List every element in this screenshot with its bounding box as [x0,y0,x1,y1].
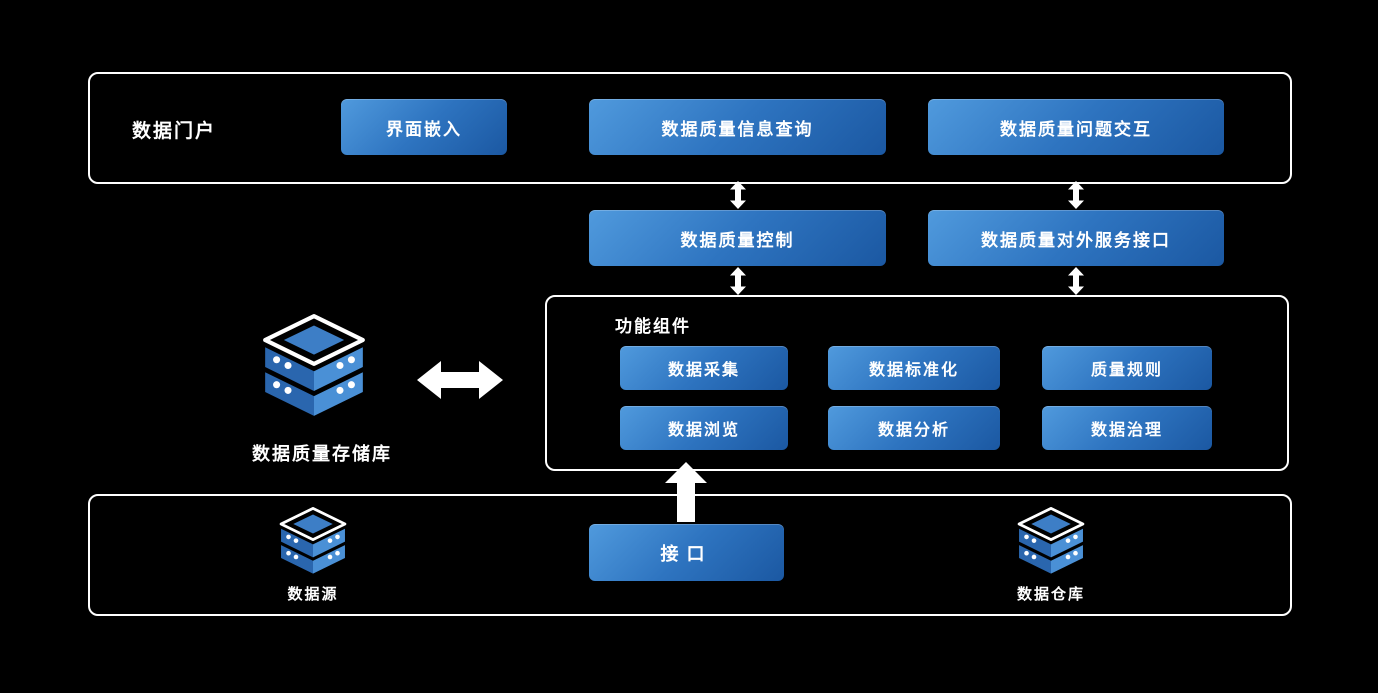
node-data-analysis: 数据分析 [828,406,1000,450]
repository-label: 数据质量存储库 [252,444,392,464]
components-label: 功能组件 [615,317,691,336]
database-3d-icon [279,506,347,576]
data-layer-frame [88,494,1292,616]
node-data-standardization: 数据标准化 [828,346,1000,390]
double-arrow-horizontal-icon [417,361,503,399]
data-warehouse-label: 数据仓库 [1016,586,1085,603]
components-frame [545,295,1289,471]
portal-frame [88,72,1292,184]
node-data-governance: 数据治理 [1042,406,1212,450]
node-quality-rules: 质量规则 [1042,346,1212,390]
double-arrow-vertical-icon [730,267,746,295]
node-data-collection: 数据采集 [620,346,788,390]
node-interface: 接口 [589,524,784,581]
double-arrow-vertical-icon [1068,267,1084,295]
node-external-service-interface: 数据质量对外服务接口 [928,210,1224,266]
node-data-browsing: 数据浏览 [620,406,788,450]
database-3d-icon [1017,506,1085,576]
double-arrow-vertical-icon [730,181,746,209]
node-interface-embedding: 界面嵌入 [341,99,507,155]
node-quality-info-query: 数据质量信息查询 [589,99,886,155]
portal-label: 数据门户 [132,121,217,142]
double-arrow-vertical-icon [1068,181,1084,209]
node-quality-issue-interaction: 数据质量问题交互 [928,99,1224,155]
database-3d-icon [262,313,366,419]
node-quality-control: 数据质量控制 [589,210,886,266]
data-source-label: 数据源 [287,586,339,603]
